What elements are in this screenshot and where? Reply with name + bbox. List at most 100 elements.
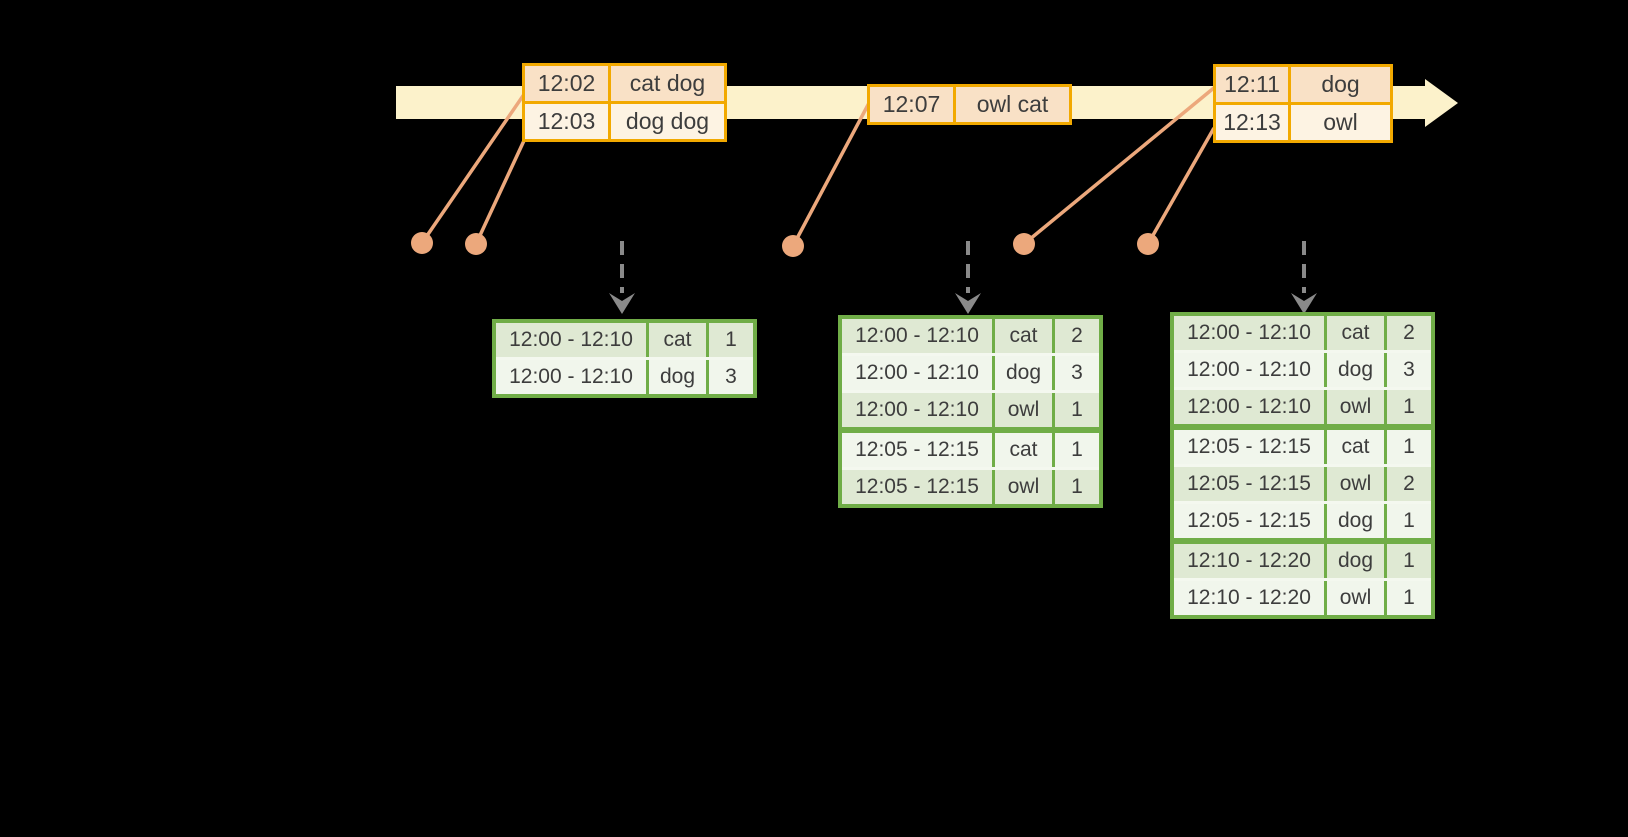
event-words-cell: owl [1291, 105, 1390, 140]
window-group-separator [1174, 538, 1431, 544]
word-cell: owl [1327, 390, 1384, 424]
result-row: 12:10 - 12:20 owl 1 [1174, 581, 1431, 615]
result-row: 12:00 - 12:10 cat 2 [842, 319, 1099, 353]
result-row: 12:00 - 12:10 owl 1 [842, 393, 1099, 427]
row-separator [842, 467, 1099, 470]
window-cell: 12:00 - 12:10 [842, 393, 992, 427]
window-cell: 12:10 - 12:20 [1174, 544, 1324, 578]
window-cell: 12:00 - 12:10 [1174, 390, 1324, 424]
word-cell: cat [995, 433, 1052, 467]
word-cell: dog [995, 356, 1052, 390]
event-dot [1137, 233, 1159, 255]
word-cell: owl [1327, 581, 1384, 615]
word-cell: owl [995, 470, 1052, 504]
window-cell: 12:10 - 12:20 [1174, 581, 1324, 615]
event-row: 12:03 dog dog [525, 104, 724, 139]
result-row: 12:10 - 12:20 dog 1 [1174, 544, 1431, 578]
event-row: 12:11 dog [1216, 67, 1390, 102]
event-words-cell: cat dog [611, 66, 724, 101]
word-cell: dog [1327, 353, 1384, 387]
word-cell: owl [1327, 467, 1384, 501]
event-connector-line [1146, 127, 1216, 245]
event-table-2: 12:07 owl cat [867, 84, 1072, 125]
result-row: 12:05 - 12:15 cat 1 [842, 433, 1099, 467]
event-row: 12:07 owl cat [870, 87, 1069, 122]
row-separator [1174, 578, 1431, 581]
count-cell: 1 [1387, 504, 1431, 538]
event-dot [782, 235, 804, 257]
window-cell: 12:00 - 12:10 [496, 360, 646, 394]
window-cell: 12:05 - 12:15 [1174, 504, 1324, 538]
count-cell: 1 [1055, 470, 1099, 504]
event-dot [411, 232, 433, 254]
window-group-separator [1174, 424, 1431, 430]
event-table-3: 12:11 dog 12:13 owl [1213, 64, 1393, 143]
row-separator [842, 390, 1099, 393]
count-cell: 3 [1055, 356, 1099, 390]
row-separator [1174, 350, 1431, 353]
result-table-3: 12:00 - 12:10 cat 2 12:00 - 12:10 dog 3 … [1170, 312, 1435, 619]
result-table-1: 12:00 - 12:10 cat 1 12:00 - 12:10 dog 3 [492, 319, 757, 398]
window-cell: 12:00 - 12:10 [842, 356, 992, 390]
count-cell: 1 [1387, 544, 1431, 578]
word-cell: dog [1327, 544, 1384, 578]
window-group-separator [842, 427, 1099, 433]
count-cell: 1 [1055, 433, 1099, 467]
count-cell: 2 [1055, 319, 1099, 353]
word-cell: cat [1327, 316, 1384, 350]
row-separator [1174, 464, 1431, 467]
row-separator [496, 357, 753, 360]
event-connector-line [1022, 85, 1217, 246]
event-time-cell: 12:11 [1216, 67, 1288, 102]
event-words-cell: owl cat [956, 87, 1069, 122]
result-row: 12:05 - 12:15 owl 1 [842, 470, 1099, 504]
count-cell: 2 [1387, 467, 1431, 501]
event-dot [465, 233, 487, 255]
timeline-arrowhead-icon [1425, 79, 1458, 127]
result-row: 12:00 - 12:10 owl 1 [1174, 390, 1431, 424]
result-row: 12:00 - 12:10 dog 3 [496, 360, 753, 394]
event-time-cell: 12:02 [525, 66, 608, 101]
event-table-1: 12:02 cat dog 12:03 dog dog [522, 63, 727, 142]
event-words-cell: dog [1291, 67, 1390, 102]
row-separator [1174, 387, 1431, 390]
window-cell: 12:00 - 12:10 [1174, 316, 1324, 350]
result-row: 12:00 - 12:10 dog 3 [842, 356, 1099, 390]
window-cell: 12:00 - 12:10 [1174, 353, 1324, 387]
row-separator [1174, 501, 1431, 504]
row-separator [842, 353, 1099, 356]
event-time-cell: 12:13 [1216, 105, 1288, 140]
count-cell: 3 [1387, 353, 1431, 387]
window-cell: 12:05 - 12:15 [842, 433, 992, 467]
count-cell: 1 [1055, 393, 1099, 427]
event-words-cell: dog dog [611, 104, 724, 139]
event-connector-line [420, 89, 529, 244]
trigger-arrow-icon [609, 241, 635, 314]
event-row: 12:13 owl [1216, 105, 1390, 140]
trigger-arrow-icon [1291, 241, 1317, 314]
count-cell: 1 [1387, 430, 1431, 464]
word-cell: cat [1327, 430, 1384, 464]
event-row: 12:02 cat dog [525, 66, 724, 101]
count-cell: 3 [709, 360, 753, 394]
result-row: 12:05 - 12:15 owl 2 [1174, 467, 1431, 501]
event-connector-line [791, 102, 871, 247]
window-cell: 12:00 - 12:10 [842, 319, 992, 353]
window-cell: 12:05 - 12:15 [842, 470, 992, 504]
window-cell: 12:05 - 12:15 [1174, 467, 1324, 501]
event-connector-line [474, 131, 530, 245]
word-cell: dog [1327, 504, 1384, 538]
word-cell: owl [995, 393, 1052, 427]
result-row: 12:00 - 12:10 cat 2 [1174, 316, 1431, 350]
trigger-arrow-icon [955, 241, 981, 314]
result-table-2: 12:00 - 12:10 cat 2 12:00 - 12:10 dog 3 … [838, 315, 1103, 508]
count-cell: 1 [709, 323, 753, 357]
count-cell: 1 [1387, 581, 1431, 615]
event-dot [1013, 233, 1035, 255]
event-time-cell: 12:03 [525, 104, 608, 139]
word-cell: dog [649, 360, 706, 394]
word-cell: cat [995, 319, 1052, 353]
event-time-cell: 12:07 [870, 87, 953, 122]
word-cell: cat [649, 323, 706, 357]
